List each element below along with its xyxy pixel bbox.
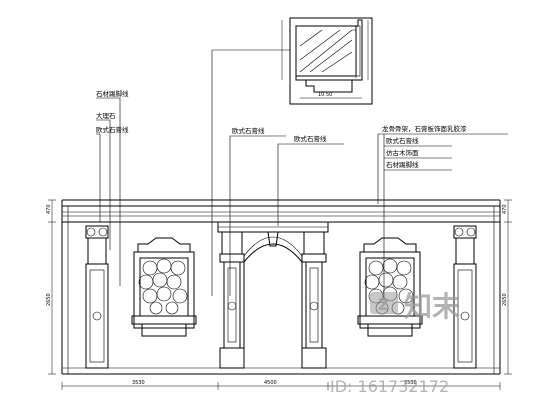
annotation-right-1: 龙骨骨架，石膏板饰面乳胶漆 [382,124,467,133]
dim-bottom-2: 4500 [264,380,277,386]
wall-elevation [61,199,501,375]
dim-right-total: 2650 [502,293,508,306]
annotations: 石材踢脚线 大理石 欧式石膏线 欧式石膏线 欧式石膏线 龙骨骨架，石膏板饰面乳胶… [96,89,467,169]
dim-bottom-1: 3530 [132,380,145,386]
left-pilaster [85,225,109,369]
annotation-left-1: 石材踢脚线 [96,89,129,98]
annotation-right-2: 欧式石膏线 [386,136,419,145]
leader-lines [96,49,508,300]
watermark-id: ID: 161732172 [330,377,449,396]
section-detail: 10 50 [281,17,373,105]
dim-left-top: 470 [46,204,52,214]
annotation-center-2: 欧式石膏线 [294,134,327,143]
annotation-right-3: 仿古木饰面 [386,148,419,157]
dimension-lines: 470 2650 470 2650 3530 4500 3530 [46,199,512,390]
annotation-right-4: 石材踢脚线 [386,160,419,169]
right-pilaster [453,225,477,369]
svg-text:10 50: 10 50 [318,92,332,98]
left-niche [131,237,197,337]
dim-left-total: 2650 [46,293,52,306]
central-arch [217,221,329,369]
svg-text:Z: Z [378,295,390,314]
annotation-center-1: 欧式石膏线 [232,126,265,135]
dim-right-top: 470 [502,204,508,214]
watermark-brand: 知末 [404,290,460,323]
watermark: Z 知末 ID: 161732172 [330,290,460,396]
annotation-left-3: 欧式石膏线 [96,125,129,134]
annotation-left-2: 大理石 [96,111,116,120]
dim-bottom-3: 3530 [404,380,417,386]
